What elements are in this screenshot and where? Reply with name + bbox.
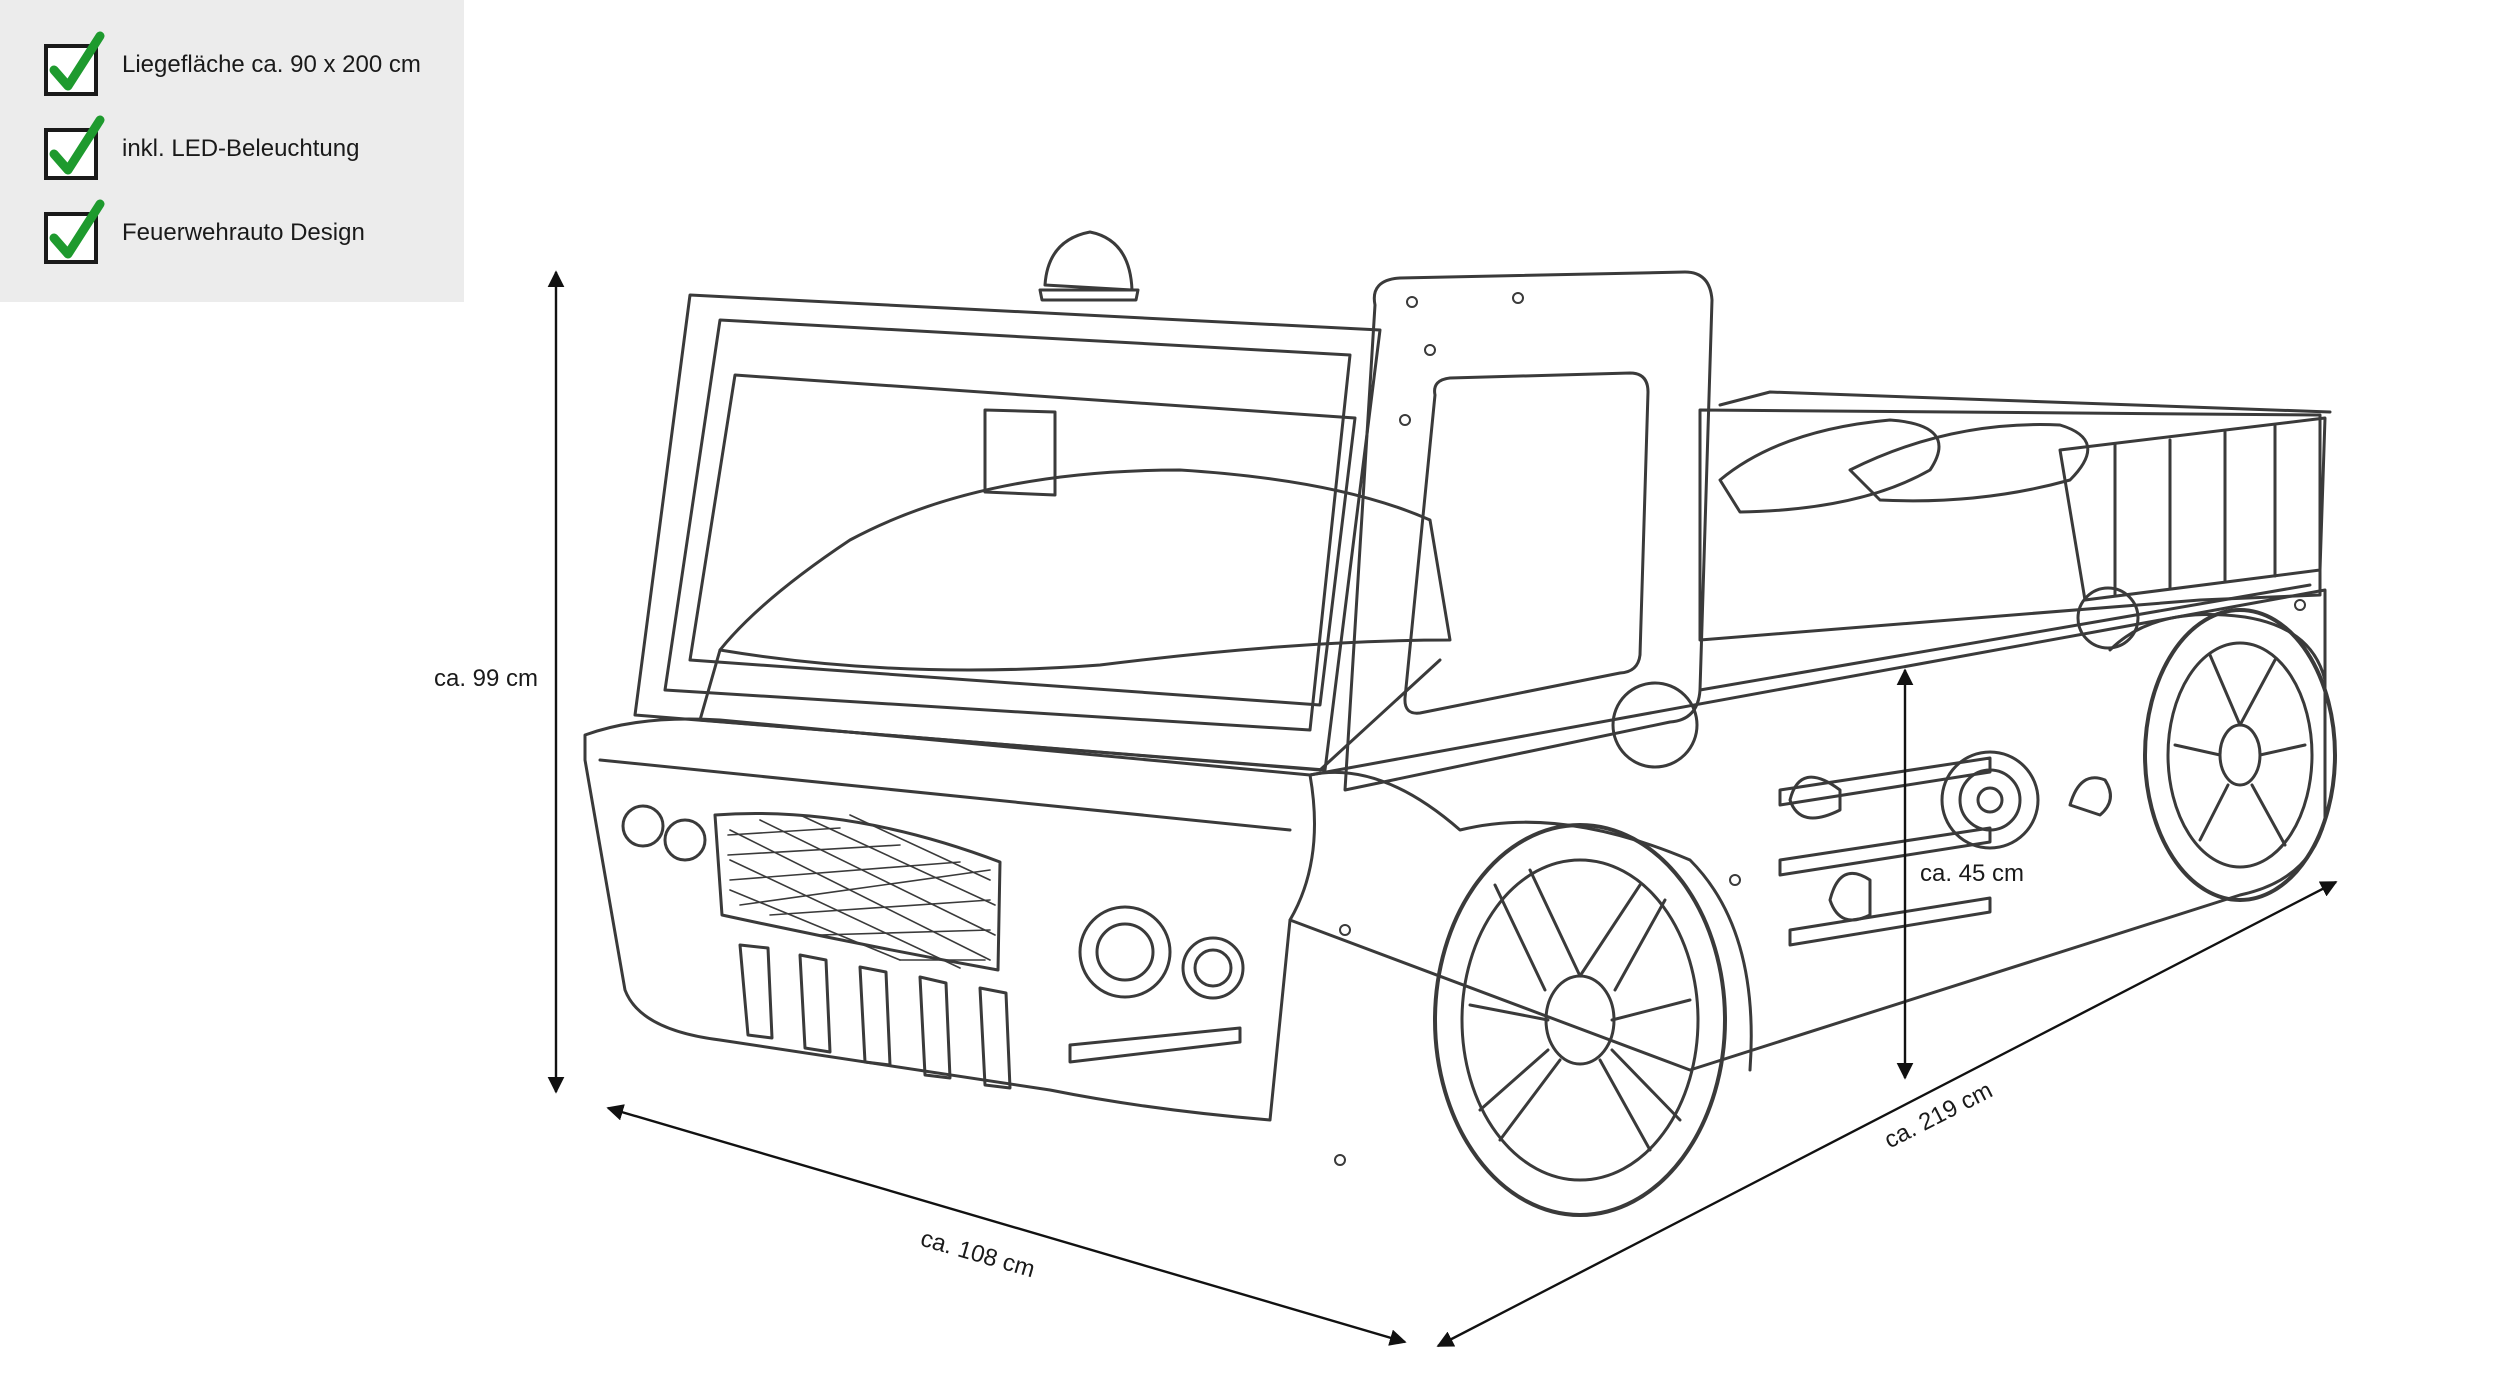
length-line — [1436, 880, 2338, 1348]
dimension-lines — [547, 270, 2338, 1348]
feature-label: Liegefläche ca. 90 x 200 cm — [122, 51, 421, 78]
height-total-label: ca. 99 cm — [434, 665, 539, 692]
feature-label: Feuerwehrauto Design — [122, 219, 365, 246]
feature-panel: Liegefläche ca. 90 x 200 cm inkl. LED-Be… — [0, 0, 464, 302]
checkmark-box-icon — [38, 198, 110, 268]
feature-item-led: inkl. LED-Beleuchtung — [38, 114, 359, 184]
feature-label: inkl. LED-Beleuchtung — [122, 135, 360, 162]
checkmark-box-icon — [38, 30, 110, 100]
feature-item-design: Feuerwehrauto Design — [38, 198, 365, 268]
height-side-label: ca. 45 cm — [1920, 860, 2025, 887]
width-line — [606, 1104, 1407, 1346]
truck-bed-outline — [583, 230, 2337, 1217]
checkmark-box-icon — [38, 114, 110, 184]
feature-item-sleeping-area: Liegefläche ca. 90 x 200 cm — [38, 30, 421, 100]
